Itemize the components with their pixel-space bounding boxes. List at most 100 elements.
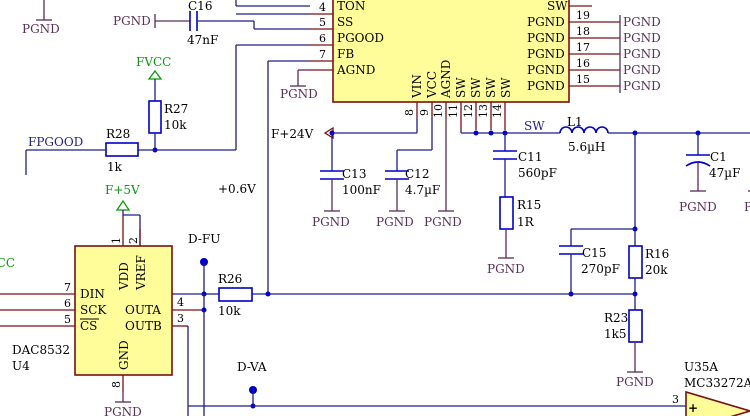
c1-ref: C1: [710, 150, 727, 164]
dva-label: D-VA: [237, 360, 267, 374]
u35-ref: U35A: [684, 360, 718, 374]
pin-label-fb: FB: [337, 47, 354, 61]
c11-ref: C11: [518, 150, 542, 164]
pgnd-r15: PGND: [487, 262, 525, 276]
pin-label-agnd: AGND: [336, 63, 375, 77]
f24v-label: F+24V: [271, 127, 314, 141]
c15-ref: C15: [582, 246, 606, 260]
pin-num-12: 12: [462, 104, 475, 118]
r27-ref: R27: [164, 102, 188, 116]
pgnd-c16: PGND: [113, 14, 151, 28]
u35-plus: +: [688, 401, 698, 415]
u4-outa: OUTA: [125, 303, 161, 317]
c16-network: PGND PGND C16 47nF: [22, 0, 310, 47]
r26-network: R26 10k D-FU: [172, 232, 253, 318]
pin-label-sw-b1: SW: [454, 77, 468, 98]
u4-pin-7: 7: [64, 281, 71, 294]
pgnd-c1: PGND: [679, 200, 717, 214]
u35-part: MC33272A: [684, 376, 750, 390]
pgnd-r5: PGND: [623, 79, 661, 93]
fvcc-label: FVCC: [136, 55, 171, 69]
fb-network: PGND +0.6V: [218, 60, 318, 294]
u35-body: [685, 390, 750, 416]
pin-label-pgnd-r4: PGND: [527, 63, 565, 77]
u4-pin-2: 2: [127, 237, 140, 244]
l1-value: 5.6µH: [568, 140, 605, 154]
u4-gnd: GND: [117, 340, 131, 370]
regulator-ic-body: [332, 0, 570, 103]
pgnd-agnd: PGND: [280, 87, 318, 101]
u35-pin-3: 3: [672, 393, 679, 406]
u4-ref: U4: [12, 359, 30, 373]
r23-value: 1k5: [604, 327, 627, 341]
u4-pin-8: 8: [110, 381, 123, 388]
r16-value: 20k: [645, 263, 668, 277]
regulator-ic: 4 5 6 7 TON SS PGOOD FB AGND SW PGND PGN…: [310, 0, 661, 130]
pin-label-agnd-b: AGND: [439, 60, 453, 99]
u4-pin-6: 6: [64, 297, 71, 310]
pin-label-ss: SS: [337, 15, 353, 29]
u4-pin-1: 1: [110, 237, 123, 244]
pgnd-edge: P: [744, 200, 750, 214]
v06-label: +0.6V: [218, 182, 256, 196]
pin-num-9: 9: [418, 109, 431, 116]
c13-value: 100nF: [342, 183, 381, 197]
u4-pin-4: 4: [177, 296, 184, 309]
r15-ref: R15: [517, 198, 541, 212]
r27-body: [148, 100, 162, 134]
pin-label-pgnd-r3: PGND: [527, 47, 565, 61]
c12-ref: C12: [405, 167, 429, 181]
c16-ref: C16: [188, 0, 212, 13]
pin-num-18: 18: [576, 25, 590, 38]
pin-label-pgnd-r1: PGND: [527, 15, 565, 29]
pin-label-pgnd-r5: PGND: [527, 79, 565, 93]
vcc-left-label: VCC: [0, 256, 15, 270]
pin-num-5: 5: [319, 16, 326, 29]
pin-label-vcc: VCC: [425, 71, 439, 99]
u4-din: DIN: [80, 287, 105, 301]
pin-label-sw-b4: SW: [499, 77, 513, 98]
pgnd-c13: PGND: [312, 215, 350, 229]
f5v-label: F+5V: [105, 183, 140, 197]
pin-num-4: 4: [319, 1, 326, 14]
c1-value: 47µF: [709, 166, 740, 180]
l1-ref: L1: [567, 115, 583, 129]
pin-num-16: 16: [576, 57, 590, 70]
c12-value: 4.7µF: [405, 183, 440, 197]
r23-body: [628, 309, 643, 343]
pin-label-pgnd-r2: PGND: [527, 31, 565, 45]
feedback-divider: C15 270pF R16 20k R23 1k5 PGND: [204, 133, 669, 389]
pgnd-r3: PGND: [623, 47, 661, 61]
dfu-label: D-FU: [188, 232, 220, 246]
u4-vdd: VDD: [117, 262, 131, 291]
pin-num-7: 7: [319, 48, 326, 61]
pin-label-sw-b3: SW: [484, 77, 498, 98]
r26-ref: R26: [218, 272, 242, 286]
pin-num-8: 8: [403, 109, 416, 116]
r28-value: 1k: [107, 160, 123, 174]
u4-sck: SCK: [80, 303, 107, 317]
r23-ref: R23: [604, 311, 628, 325]
r27-value: 10k: [164, 118, 187, 132]
pin-label-ton: TON: [337, 0, 365, 13]
r16-ref: R16: [645, 247, 669, 261]
pgood-network: FVCC R27 10k R28 1k FPGOOD: [25, 44, 310, 175]
c15-value: 270pF: [581, 262, 620, 276]
pin-num-11: 11: [447, 104, 460, 118]
pin-num-19: 19: [576, 9, 590, 22]
pin-num-14: 14: [491, 104, 504, 118]
pgnd-c12: PGND: [376, 215, 414, 229]
u4-pin-5: 5: [64, 313, 71, 326]
pin-label-sw-r: SW: [547, 0, 568, 13]
r26-body: [218, 287, 253, 302]
input-caps: F+24V C13 100nF PGND C12 4.7µF PGND PGND: [271, 118, 462, 229]
pin-num-13: 13: [477, 104, 490, 118]
pgnd-r2: PGND: [623, 31, 661, 45]
c16-value: 47nF: [187, 33, 218, 47]
pin-num-15: 15: [576, 73, 590, 86]
switch-node: SW C11 560pF R15 1R PGND L1 5.6µH C1 47µ…: [460, 115, 750, 276]
pgnd-r4: PGND: [623, 63, 661, 77]
r16-body: [628, 245, 643, 279]
r28-body: [105, 142, 139, 157]
r15-body: [499, 196, 514, 230]
